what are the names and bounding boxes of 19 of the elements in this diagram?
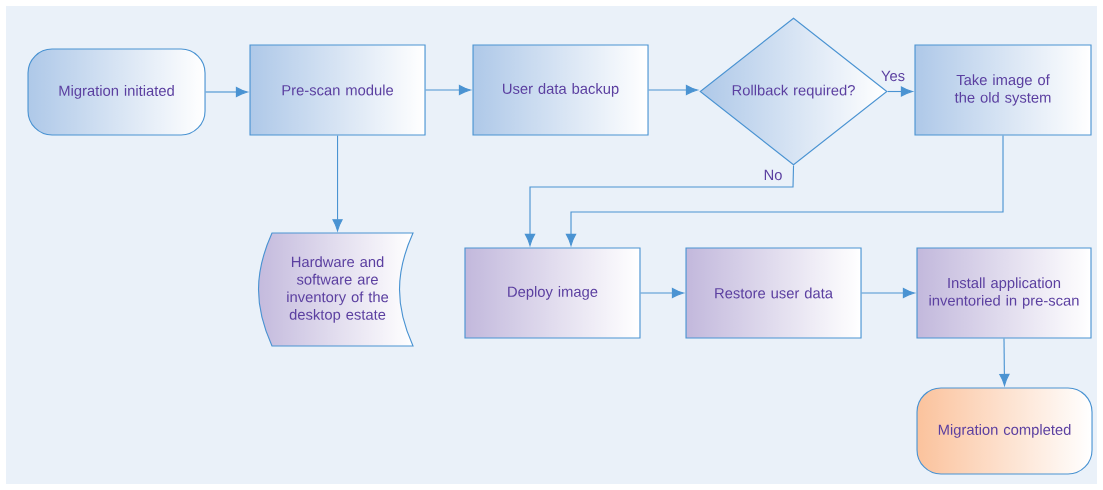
arrow	[425, 84, 471, 96]
arrow	[887, 86, 913, 97]
process-box: Restore user data	[685, 247, 862, 339]
arrow	[648, 84, 698, 96]
terminal-box: Migration initiated	[27, 48, 206, 136]
arrow	[205, 86, 248, 98]
process-box: User data backup	[472, 44, 649, 136]
arrow	[565, 135, 1004, 246]
arrow	[332, 135, 343, 232]
arrow	[640, 287, 684, 299]
edge-label: No	[762, 168, 784, 182]
terminal-box: Migration completed	[916, 387, 1093, 475]
process-box: Take image of the old system	[914, 44, 1092, 136]
process-box: Install application inventoried in pre-scan	[916, 247, 1092, 339]
arrow	[861, 287, 915, 299]
process-box: Deploy image	[464, 247, 641, 339]
arrow	[524, 165, 795, 246]
arrow	[999, 338, 1010, 386]
process-box: Pre-scan module	[249, 44, 426, 136]
